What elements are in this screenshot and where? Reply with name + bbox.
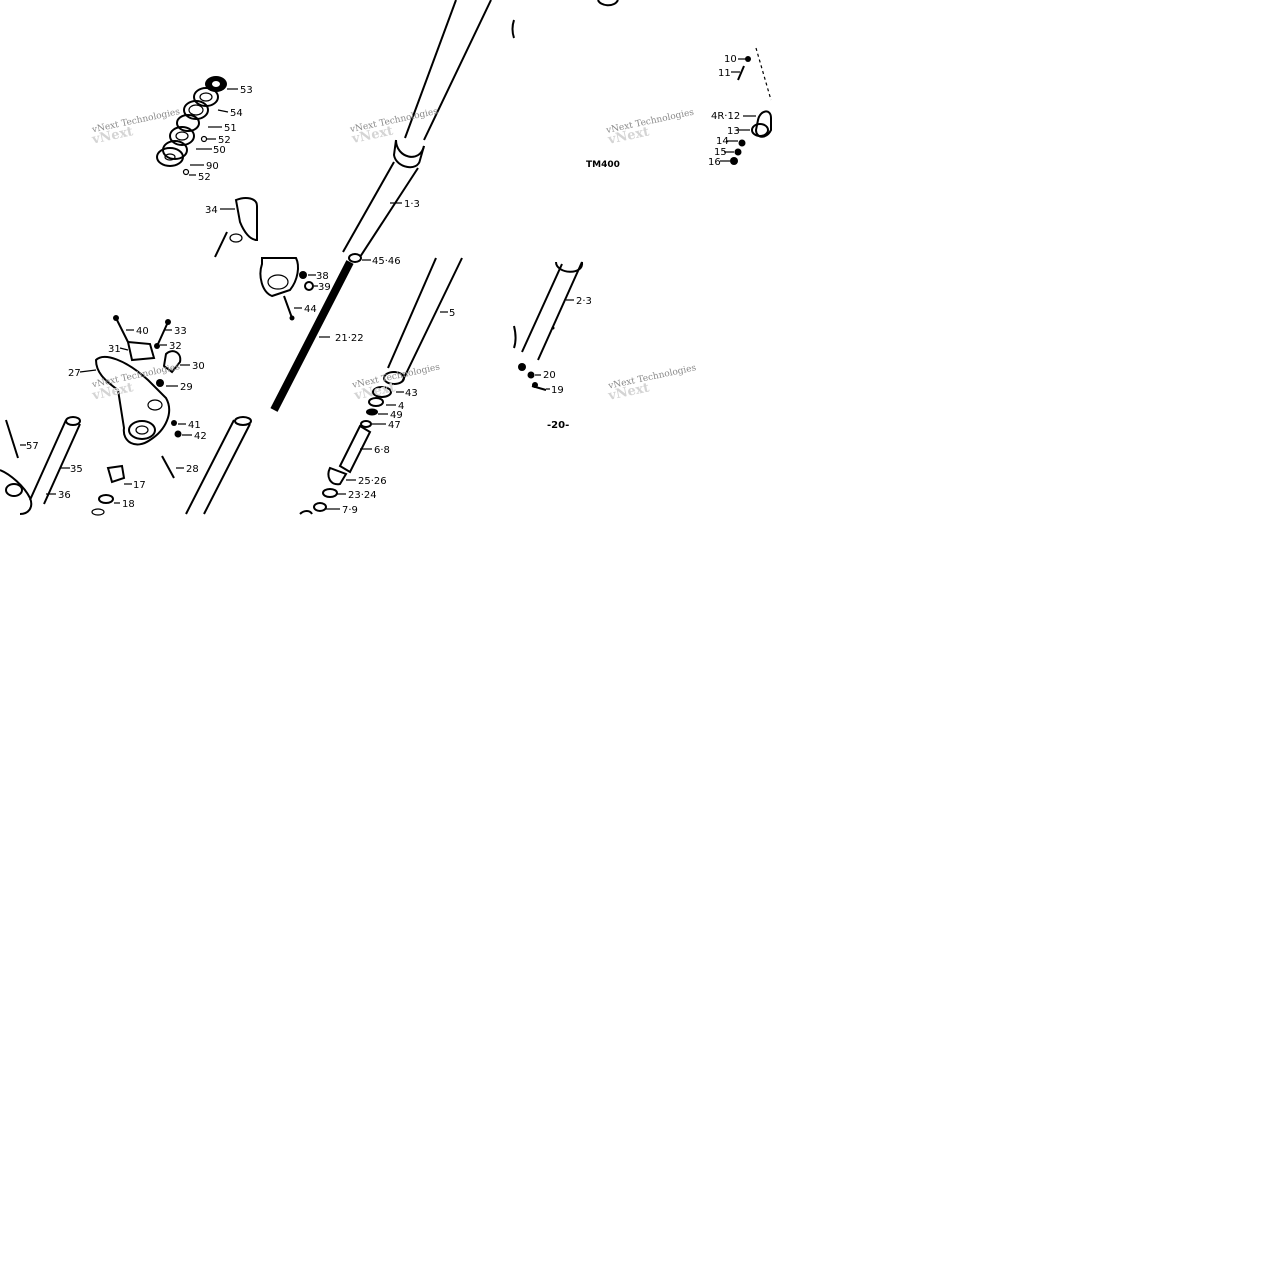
part-label: 7·9 — [342, 505, 358, 516]
part-label: 1·3 — [404, 199, 420, 210]
part-label: 16 — [708, 157, 721, 168]
part-label: 13 — [727, 126, 740, 137]
part-label: 6·8 — [374, 445, 390, 456]
part-label: 52 — [218, 135, 231, 146]
part-label: 42 — [194, 431, 207, 442]
part-label: 4 — [398, 401, 404, 412]
bearing-stack — [156, 76, 227, 176]
tile-top-left: 53 54 51 52 50 90 52 34 vNext vNext Tech… — [90, 76, 258, 258]
part-label: 49 — [390, 410, 403, 421]
part-label: 52 — [198, 172, 211, 183]
part-label: 14 — [716, 136, 729, 147]
part-label: 32 — [169, 341, 182, 352]
part-label: 2·3 — [576, 296, 592, 307]
tile-top-mid: 1·3 45·46 vNext vNext Technologies — [342, 0, 492, 267]
part-label: 11 — [718, 68, 731, 79]
model-code: TM400 — [586, 160, 620, 170]
part-label: 31 — [108, 344, 121, 355]
part-label: 45·46 — [372, 256, 401, 267]
watermark-text: vNext Technologies — [604, 108, 695, 137]
tile-bottom-right: 2·3 20 19 -20- vNext vNext Technologies — [513, 261, 698, 431]
part-label: 20 — [543, 370, 556, 381]
part-label: 4R·12 — [711, 111, 740, 122]
part-label: 27 — [68, 368, 81, 379]
part-label: 23·24 — [348, 490, 377, 501]
part-label: 18 — [122, 499, 135, 510]
part-label: 47 — [388, 420, 401, 431]
part-label: 50 — [213, 145, 226, 156]
part-label: 25·26 — [358, 476, 387, 487]
part-label: 10 — [724, 54, 737, 65]
part-label: 29 — [180, 382, 193, 393]
part-label: 39 — [318, 282, 331, 293]
part-label: 43 — [405, 388, 418, 399]
part-label: 19 — [551, 385, 564, 396]
part-label: 40 — [136, 326, 149, 337]
watermark-text: vNext Technologies — [90, 107, 181, 136]
part-label: 90 — [206, 161, 219, 172]
part-label: 5 — [449, 308, 455, 319]
tile-top-right: 10 11 4R·12 13 14 15 16 TM400 vNext vNex… — [511, 0, 772, 170]
part-label: 35 — [70, 464, 83, 475]
part-label: 17 — [133, 480, 146, 491]
watermark-text: vNext Technologies — [607, 363, 698, 392]
part-label: 36 — [58, 490, 71, 501]
part-label: 28 — [186, 464, 199, 475]
part-label: 57 — [26, 441, 39, 452]
part-label: 15 — [714, 147, 727, 158]
watermark-text: vNext Technologies — [350, 362, 441, 391]
watermark-text: vNext Technologies — [348, 107, 439, 136]
part-label: 44 — [304, 304, 317, 315]
part-label: 54 — [230, 108, 243, 119]
tile-bottom-mid: 38 39 44 21·22 5 43 4 49 47 6·8 25·26 23… — [259, 257, 463, 516]
part-label: 41 — [188, 420, 201, 431]
part-label: 33 — [174, 326, 187, 337]
part-label: 34 — [205, 205, 218, 216]
part-label: 53 — [240, 85, 253, 96]
tile-bottom-left: 40 33 31 32 30 27 29 41 42 28 57 35 17 3… — [0, 315, 252, 516]
page-number: -20- — [547, 420, 569, 431]
part-label: 21·22 — [335, 333, 364, 344]
part-label: 51 — [224, 123, 237, 134]
part-label: 30 — [192, 361, 205, 372]
part-label: 38 — [316, 271, 329, 282]
